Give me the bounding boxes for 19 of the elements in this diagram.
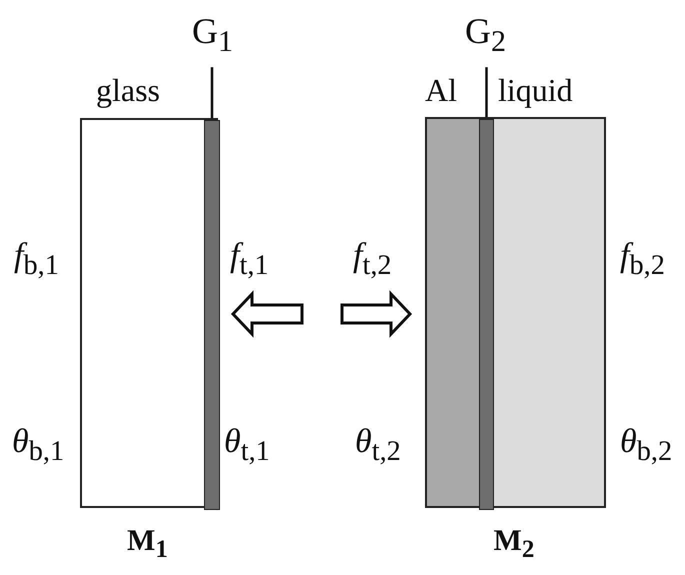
specimen-label: M$_{2}$ <box>494 524 534 565</box>
variable-label: f$_{b,1}$ <box>14 236 59 283</box>
variable-label: θ$_{b,2}$ <box>620 422 672 469</box>
variable-label: f$_{b,2}$ <box>620 236 665 283</box>
material-label: glass <box>96 71 160 110</box>
variable-label: θ$_{b,1}$ <box>12 422 64 469</box>
gauge-label: G$_{2}$ <box>465 10 506 64</box>
material-label: Al <box>425 71 457 110</box>
variable-label: f$_{t,2}$ <box>353 236 392 283</box>
variable-label: f$_{t,1}$ <box>230 236 269 283</box>
leader-line <box>210 67 214 120</box>
leader-line <box>485 67 488 119</box>
variable-label: θ$_{t,2}$ <box>355 422 401 469</box>
gauge-strip <box>479 119 494 510</box>
variable-label: θ$_{t,1}$ <box>224 422 270 469</box>
material-label: liquid <box>498 71 573 110</box>
gauge-label: G$_{1}$ <box>192 10 233 64</box>
specimen-label: M$_{1}$ <box>127 524 168 565</box>
gauge-strip <box>204 120 220 510</box>
